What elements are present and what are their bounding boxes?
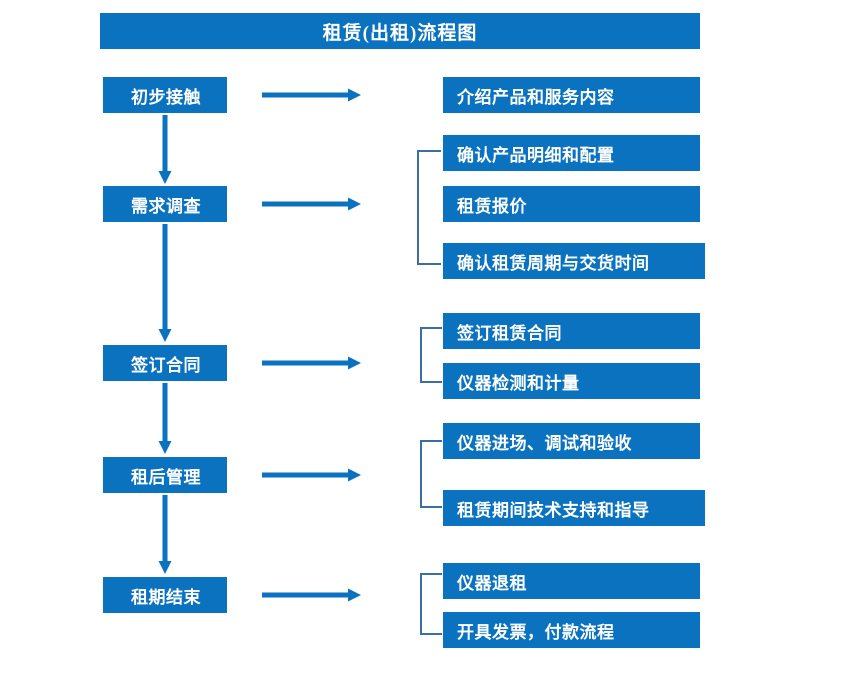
bracket-end-group [420, 573, 442, 635]
bracket-contract-group [420, 327, 442, 383]
page-title: 租赁(出租)流程图 [100, 13, 700, 49]
horizontal-arrow-1 [262, 88, 361, 102]
bracket-requirement-group [417, 150, 441, 265]
detail-box-instrument-entry-commissioning[interactable]: 仪器进场、调试和验收 [443, 423, 700, 459]
vertical-arrow-3 [158, 383, 172, 454]
stage-box-rental-end[interactable]: 租期结束 [103, 577, 227, 613]
vertical-arrow-4 [158, 495, 172, 574]
horizontal-arrow-2 [262, 197, 361, 211]
stage-box-initial-contact[interactable]: 初步接触 [103, 77, 227, 113]
detail-box-technical-support[interactable]: 租赁期间技术支持和指导 [443, 490, 705, 526]
detail-box-instrument-return[interactable]: 仪器退租 [443, 563, 700, 599]
detail-box-introduce-products[interactable]: 介绍产品和服务内容 [443, 77, 700, 113]
detail-box-sign-rental-contract[interactable]: 签订租赁合同 [443, 313, 700, 349]
bracket-post-rental-group [420, 440, 442, 508]
detail-box-instrument-inspection[interactable]: 仪器检测和计量 [443, 363, 700, 399]
stage-box-sign-contract[interactable]: 签订合同 [103, 345, 227, 381]
detail-box-rental-quotation[interactable]: 租赁报价 [443, 186, 700, 222]
horizontal-arrow-3 [262, 356, 361, 370]
stage-box-requirement-survey[interactable]: 需求调查 [103, 186, 227, 222]
detail-box-invoice-payment[interactable]: 开具发票，付款流程 [443, 612, 700, 648]
stage-box-post-rental-management[interactable]: 租后管理 [103, 457, 227, 493]
vertical-arrow-2 [158, 224, 172, 342]
detail-box-confirm-rental-period[interactable]: 确认租赁周期与交货时间 [443, 243, 705, 279]
vertical-arrow-1 [158, 115, 172, 184]
horizontal-arrow-4 [262, 468, 361, 482]
detail-box-confirm-product-details[interactable]: 确认产品明细和配置 [443, 135, 700, 171]
horizontal-arrow-5 [262, 588, 361, 602]
